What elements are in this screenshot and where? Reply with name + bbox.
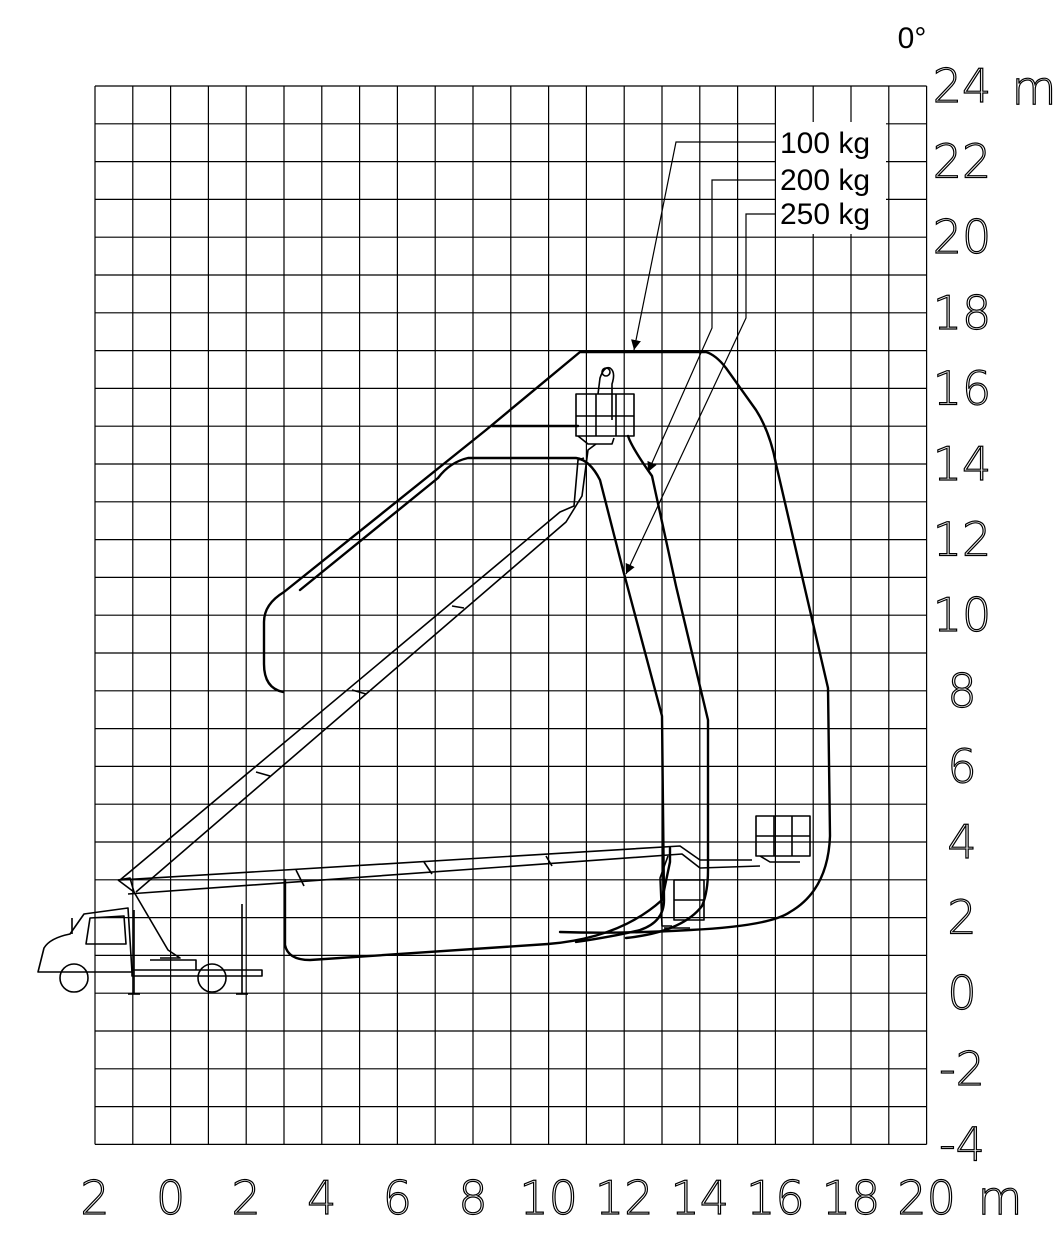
envelope-100kg — [262, 350, 832, 934]
y-tick-label: 20 — [933, 210, 992, 264]
y-tick-label: 4 — [947, 815, 976, 869]
x-tick-label: 6 — [383, 1171, 412, 1225]
raised-platform — [575, 366, 635, 445]
boom-angle-label: 0° — [898, 22, 927, 55]
y-tick-label: 10 — [933, 588, 992, 642]
y-tick-label: 18 — [933, 286, 992, 340]
envelope-250kg — [298, 456, 666, 944]
x-tick-label: 18 — [822, 1171, 881, 1225]
load-legend: 100 kg 200 kg 250 kg — [776, 122, 886, 234]
x-tick-label: 8 — [458, 1171, 487, 1225]
x-tick-label: 20 — [897, 1171, 956, 1225]
y-tick-label: -2 — [939, 1042, 985, 1096]
y-tick-label: 12 — [933, 513, 992, 567]
leader-100kg — [631, 141, 776, 351]
load-label-200kg: 200 kg — [780, 164, 870, 197]
y-tick-label: 8 — [947, 664, 976, 718]
x-tick-label: 2 — [80, 1171, 109, 1225]
envelope-200kg-outer — [624, 434, 710, 940]
y-tick-label: 0 — [947, 966, 976, 1020]
grid — [94, 85, 928, 1146]
x-tick-label: 16 — [746, 1171, 805, 1225]
x-tick-label: 2 — [232, 1171, 261, 1225]
y-axis-unit: m — [1012, 61, 1057, 115]
leader-250kg — [625, 213, 776, 575]
y-tick-label: 14 — [933, 437, 992, 491]
x-tick-label: 12 — [595, 1171, 654, 1225]
y-tick-label: 6 — [947, 739, 976, 793]
raised-boom — [119, 443, 597, 893]
x-tick-label: 10 — [519, 1171, 578, 1225]
y-tick-label: 16 — [933, 361, 992, 415]
x-tick-label: 14 — [671, 1171, 730, 1225]
x-tick-label: 0 — [156, 1171, 185, 1225]
x-axis-unit: m — [978, 1171, 1023, 1225]
leader-200kg — [647, 179, 776, 473]
load-label-100kg: 100 kg — [780, 127, 870, 160]
envelope-200kg — [283, 846, 672, 962]
low-boom — [119, 815, 811, 929]
load-label-250kg: 250 kg — [780, 198, 870, 231]
x-tick-label: 4 — [307, 1171, 336, 1225]
y-tick-label: -4 — [939, 1117, 985, 1171]
y-tick-label: 2 — [947, 891, 976, 945]
truck — [37, 877, 263, 995]
y-tick-label: 22 — [933, 135, 992, 189]
y-tick-label: 24 — [933, 59, 992, 113]
